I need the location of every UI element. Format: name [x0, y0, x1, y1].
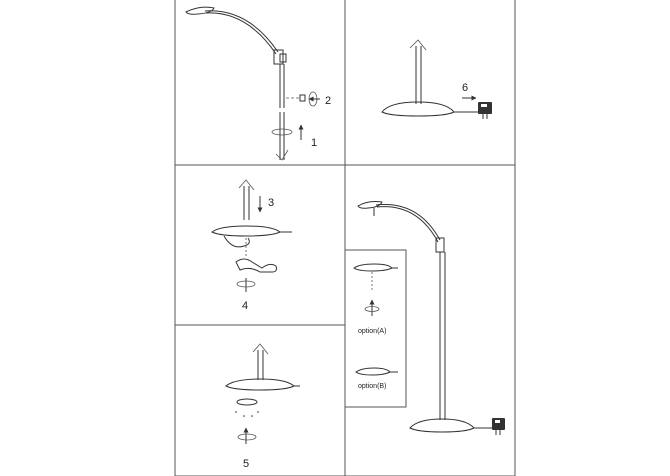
panel-step-1-2: 2 1: [185, 6, 331, 161]
lamp-base: [409, 418, 475, 433]
option-a-figure: [353, 263, 398, 316]
lamp-arm: [375, 203, 441, 241]
step-label-6: 6: [462, 82, 468, 94]
rotate-arrow-icon: [271, 128, 293, 136]
option-a-label: option(A): [358, 328, 386, 335]
lamp-base: [381, 101, 455, 117]
step-label-3: 3: [268, 197, 274, 209]
options-inset: [344, 249, 407, 408]
lamp-head: [185, 6, 215, 15]
power-plug-icon: [478, 102, 492, 119]
panel-step-5: 5: [225, 343, 300, 470]
panel-step-3-4: 3 4: [211, 179, 292, 312]
rotate-arrow-icon: [237, 433, 257, 441]
panel-complete-lamp: option(A) option(B): [344, 201, 505, 435]
arm-joint: [273, 49, 284, 65]
rotate-arrow-icon: [236, 280, 256, 288]
rotate-arrow-icon: [364, 306, 380, 312]
option-b-figure: [355, 367, 398, 376]
lamp-base: [225, 378, 295, 391]
step-label-4: 4: [242, 300, 248, 312]
step-label-5: 5: [243, 458, 249, 470]
screw-step-2: [286, 91, 320, 107]
option-b-label: option(B): [358, 383, 386, 390]
lamp-arm: [204, 10, 279, 53]
step-label-1: 1: [311, 137, 317, 149]
base-bracket: [235, 258, 277, 273]
lamp-base: [211, 225, 281, 237]
power-plug-icon: [492, 418, 505, 435]
step-label-2: 2: [325, 95, 331, 107]
lamp-head: [357, 201, 383, 209]
rotate-step-1: [271, 124, 304, 140]
panel-step-6: 6: [381, 39, 492, 119]
base-cover-disc: [236, 398, 258, 406]
